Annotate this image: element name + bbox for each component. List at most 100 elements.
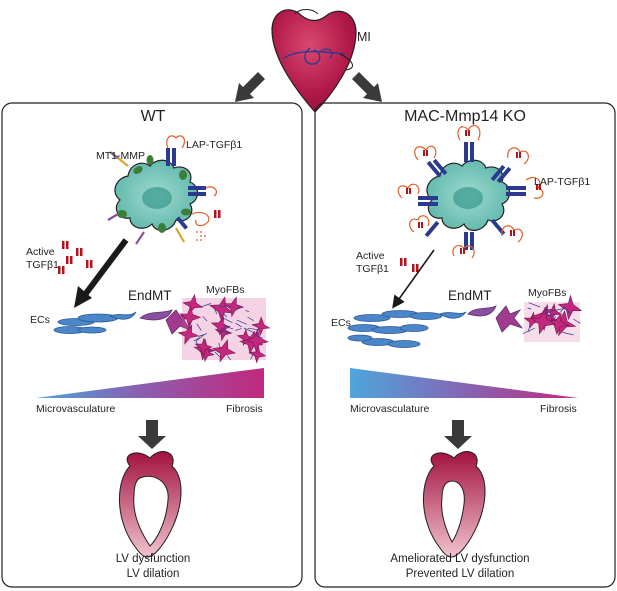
collagen-fiber <box>235 305 241 311</box>
ko-panel-title: MAC-Mmp14 KO <box>404 108 526 125</box>
collagen-fiber <box>550 316 557 323</box>
wt-active-label-1: Active <box>26 246 55 258</box>
collagen-fiber <box>544 309 555 315</box>
wt-receptor-icon <box>166 148 206 230</box>
ko-activation-arrow <box>392 249 435 309</box>
wt-cleaved-collagen-icon <box>107 151 185 245</box>
ligature-suture <box>283 47 354 71</box>
wt-macrophage <box>114 159 199 231</box>
collagen-fiber <box>195 334 205 342</box>
wt-myofbs-label: MyoFBs <box>206 284 245 296</box>
collagen-fiber <box>247 327 259 331</box>
ko-myofbs-label: MyoFBs <box>528 287 567 299</box>
collagen-fiber <box>200 303 212 308</box>
myofibroblast-cell <box>210 316 231 336</box>
collagen-fiber <box>195 340 199 348</box>
collagen-fiber <box>218 342 221 349</box>
collagen-fiber <box>222 313 228 318</box>
collagen-fiber <box>193 337 201 342</box>
collagen-fiber <box>250 353 254 360</box>
collagen-fiber <box>202 316 208 322</box>
myofibroblast-cell <box>177 324 200 345</box>
collagen-fiber <box>196 323 202 331</box>
collagen-fiber <box>528 302 541 308</box>
collagen-fiber <box>254 332 260 336</box>
collagen-fiber <box>235 322 242 328</box>
wt-activation-arrowhead <box>74 286 92 308</box>
ko-active-label-1: Active <box>356 250 385 262</box>
collagen-fiber <box>214 351 222 359</box>
collagen-fiber <box>245 310 250 312</box>
collagen-fiber <box>198 333 208 337</box>
wt-outcome-line-1: LV dysfunction <box>115 553 191 565</box>
ko-ecs-label: ECs <box>331 317 351 329</box>
collagen-fiber <box>255 335 264 339</box>
wt-gradient-right-label: Fibrosis <box>226 403 263 415</box>
ko-lap-tgfb1-label: LAP-TGFβ1 <box>534 176 591 188</box>
collagen-fiber <box>243 327 255 334</box>
myofibroblast-cell <box>198 345 215 363</box>
collagen-fiber <box>553 308 565 311</box>
wt-mt1-mmp-icon <box>117 155 191 233</box>
wt-lap-tgfb1-icon <box>166 135 218 241</box>
collagen-fiber <box>247 316 254 321</box>
myofibroblast-cell <box>557 294 583 320</box>
ko-latent-tgf-icon <box>406 130 541 254</box>
collagen-fiber <box>227 355 231 361</box>
myofibroblast-cell <box>179 305 202 329</box>
collagen-fiber <box>558 306 566 314</box>
myofibroblast-cell <box>529 308 557 335</box>
ko-panel <box>314 102 616 588</box>
ko-endmt-label: EndMT <box>448 288 492 303</box>
wt-active-tgfb1-icon <box>58 210 221 274</box>
wt-activation-arrow <box>81 238 129 298</box>
wt-mt1-mmp-label: MT1-MMP <box>96 150 145 162</box>
ko-myofibroblasts <box>522 294 583 342</box>
myofibroblast-cell <box>194 337 213 357</box>
top-heart <box>271 9 357 113</box>
ko-endothelial-cells <box>347 310 467 348</box>
collagen-fiber <box>527 307 532 310</box>
ko-gradient-right-label: Fibrosis <box>540 403 577 415</box>
wt-gradient-wedge <box>36 368 264 398</box>
ko-receptor-icon <box>418 142 526 250</box>
wt-endmt-label: EndMT <box>128 288 172 303</box>
collagen-fiber <box>545 314 555 316</box>
wt-panel-title: WT <box>140 108 166 125</box>
collagen-fiber <box>220 325 231 333</box>
myofibroblast-cell <box>223 296 245 318</box>
collagen-fiber <box>188 321 191 329</box>
wt-ecs-label: ECs <box>30 314 50 326</box>
collagen-fiber <box>528 328 530 333</box>
collagen-fiber <box>219 305 231 308</box>
mi-label: MI <box>357 30 371 44</box>
myofibroblast-cell <box>248 345 267 364</box>
collagen-fiber <box>573 318 581 324</box>
ko-down-arrow <box>444 420 472 449</box>
collagen-fiber <box>209 349 212 352</box>
myofibroblast-cell <box>182 293 204 315</box>
ko-outcome-line-1: Ameliorated LV dysfunction <box>390 553 530 565</box>
wt-myofibroblasts <box>177 293 271 364</box>
myofibroblast-cell <box>244 328 269 353</box>
ko-macrophage <box>426 159 511 231</box>
ko-active-tgfb1-icon <box>400 258 419 272</box>
ko-active-label-2: TGFβ1 <box>356 263 389 275</box>
wt-gradient-left-label: Microvasculature <box>36 403 116 415</box>
wt-lv-heart <box>119 451 182 558</box>
wt-panel <box>1 102 303 588</box>
wt-active-label-2: TGFβ1 <box>26 259 59 271</box>
myofibroblast-cell <box>214 323 233 342</box>
wt-lap-tgfb1-label: LAP-TGFβ1 <box>186 139 243 151</box>
wt-outcome-line-2: LV dilation <box>126 568 180 580</box>
arrow-to-wt <box>235 72 265 102</box>
wt-endothelial-cells <box>53 311 137 334</box>
collagen-fiber <box>543 307 547 309</box>
myofibroblast-cell <box>251 316 271 336</box>
arrow-to-ko <box>352 72 382 102</box>
collagen-fiber <box>219 330 229 333</box>
wt-down-arrow <box>138 420 166 449</box>
collagen-fiber <box>213 307 218 315</box>
myofibroblast-cell <box>211 339 237 363</box>
collagen-fiber <box>235 328 242 331</box>
